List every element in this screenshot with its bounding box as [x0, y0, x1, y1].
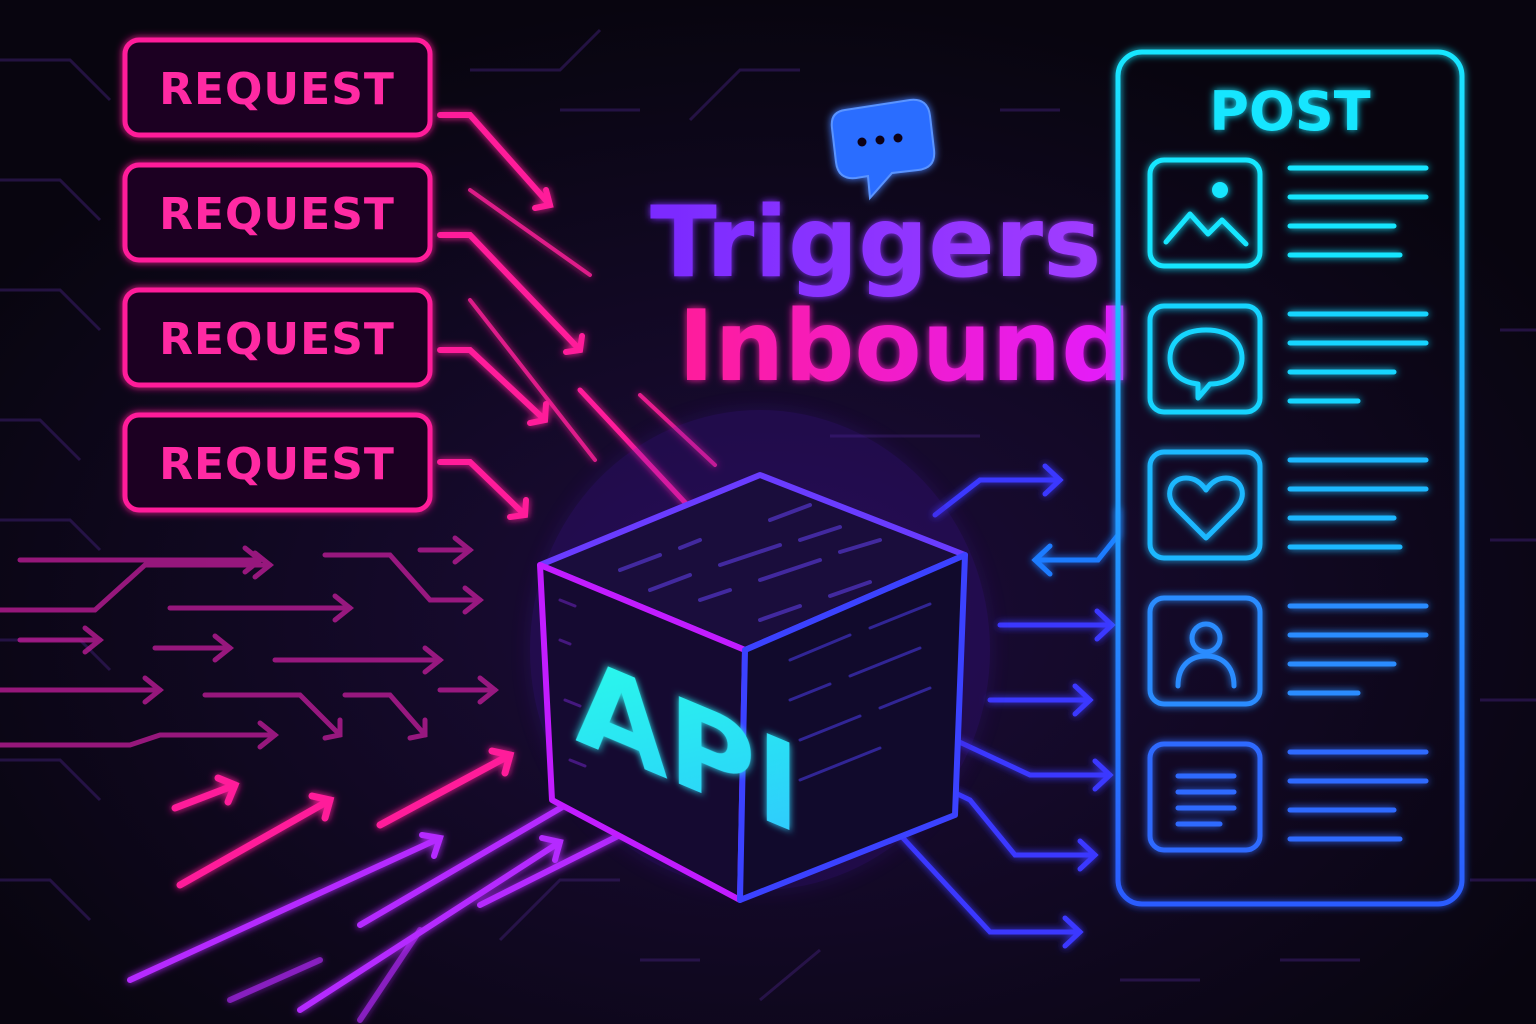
- arrow-4: [437, 459, 528, 518]
- post-item-icon-frame: [1147, 449, 1263, 561]
- request-box: REQUEST: [122, 287, 433, 388]
- low-arrow-12: [322, 552, 483, 603]
- request-box: REQUEST: [122, 162, 433, 263]
- heart-icon: [1167, 475, 1245, 541]
- cube-right-face: [737, 552, 968, 903]
- document-icon: [1175, 773, 1237, 827]
- request-label: REQUEST: [159, 439, 395, 490]
- request-label: REQUEST: [159, 314, 395, 365]
- diag-arrow-4: [127, 835, 443, 983]
- post-item-icon-frame: [1147, 157, 1263, 269]
- lower-incoming-arrows: [0, 535, 500, 750]
- image-icon: [1163, 182, 1249, 247]
- request-box-frame: [122, 412, 433, 513]
- arrow-3: [437, 347, 548, 423]
- post-title: POST: [1209, 80, 1370, 143]
- request-label: REQUEST: [159, 64, 395, 115]
- post-item: [1147, 303, 1429, 415]
- background-circuit-lines: [0, 28, 1536, 1002]
- post-item: [1147, 595, 1429, 707]
- diag-arrow-9: [357, 927, 423, 1023]
- post-item-icon-frame: [1147, 741, 1263, 853]
- diag-arrow-2: [176, 796, 334, 889]
- post-items: [1147, 157, 1429, 853]
- post-item: [1147, 741, 1429, 853]
- chat-bubble-icon: [830, 98, 936, 201]
- title-line-1: Triggers: [650, 186, 1101, 300]
- request-list: REQUEST REQUEST REQUEST REQUEST: [122, 37, 433, 513]
- arrow-3-head: [527, 401, 549, 426]
- user-icon: [1175, 621, 1237, 689]
- post-item-text-lines: [1287, 311, 1429, 404]
- diagonal-incoming-arrows: [127, 747, 664, 1023]
- request-box-frame: [122, 162, 433, 263]
- diag-arrow-3: [376, 751, 514, 829]
- post-item: [1147, 449, 1429, 561]
- out-arrow-1: [932, 477, 1063, 518]
- low-arrow-9: [342, 692, 428, 738]
- post-item-text-lines: [1287, 603, 1429, 696]
- post-item-icon-frame: [1147, 595, 1263, 707]
- post-panel-frame: [1115, 49, 1465, 907]
- arrow-1-head: [532, 187, 554, 211]
- post-item-text-lines: [1287, 165, 1429, 258]
- request-label: REQUEST: [159, 189, 395, 240]
- post-item-icon-frame: [1147, 303, 1263, 415]
- title-line-2: Inbound: [678, 290, 1131, 404]
- arrow-2: [437, 232, 583, 353]
- post-item-text-lines: [1287, 749, 1429, 842]
- post-panel: POST: [1115, 49, 1465, 907]
- api-cube: API: [530, 410, 990, 903]
- low-arrow-8: [202, 692, 343, 738]
- diag-arrow-1: [171, 781, 239, 812]
- diag-arrow-5: [357, 782, 603, 928]
- request-box: REQUEST: [122, 412, 433, 513]
- arrow-5: [468, 188, 592, 277]
- diag-arrow-8: [227, 957, 323, 1003]
- arrow-2-head: [563, 333, 585, 355]
- low-arrow-2: [0, 562, 273, 613]
- arrow-6: [468, 298, 597, 462]
- title: Triggers Inbound: [650, 186, 1131, 404]
- diag-arrow-7: [297, 839, 563, 1013]
- arrow-1: [437, 112, 553, 208]
- post-item-text-lines: [1287, 457, 1429, 550]
- low-arrow-11: [0, 732, 278, 748]
- request-box: REQUEST: [122, 37, 433, 138]
- request-box-frame: [122, 287, 433, 388]
- request-box-frame: [122, 37, 433, 138]
- arrow-4-head: [507, 497, 529, 520]
- speech-bubble-icon: [1167, 327, 1245, 401]
- post-item: [1147, 157, 1429, 269]
